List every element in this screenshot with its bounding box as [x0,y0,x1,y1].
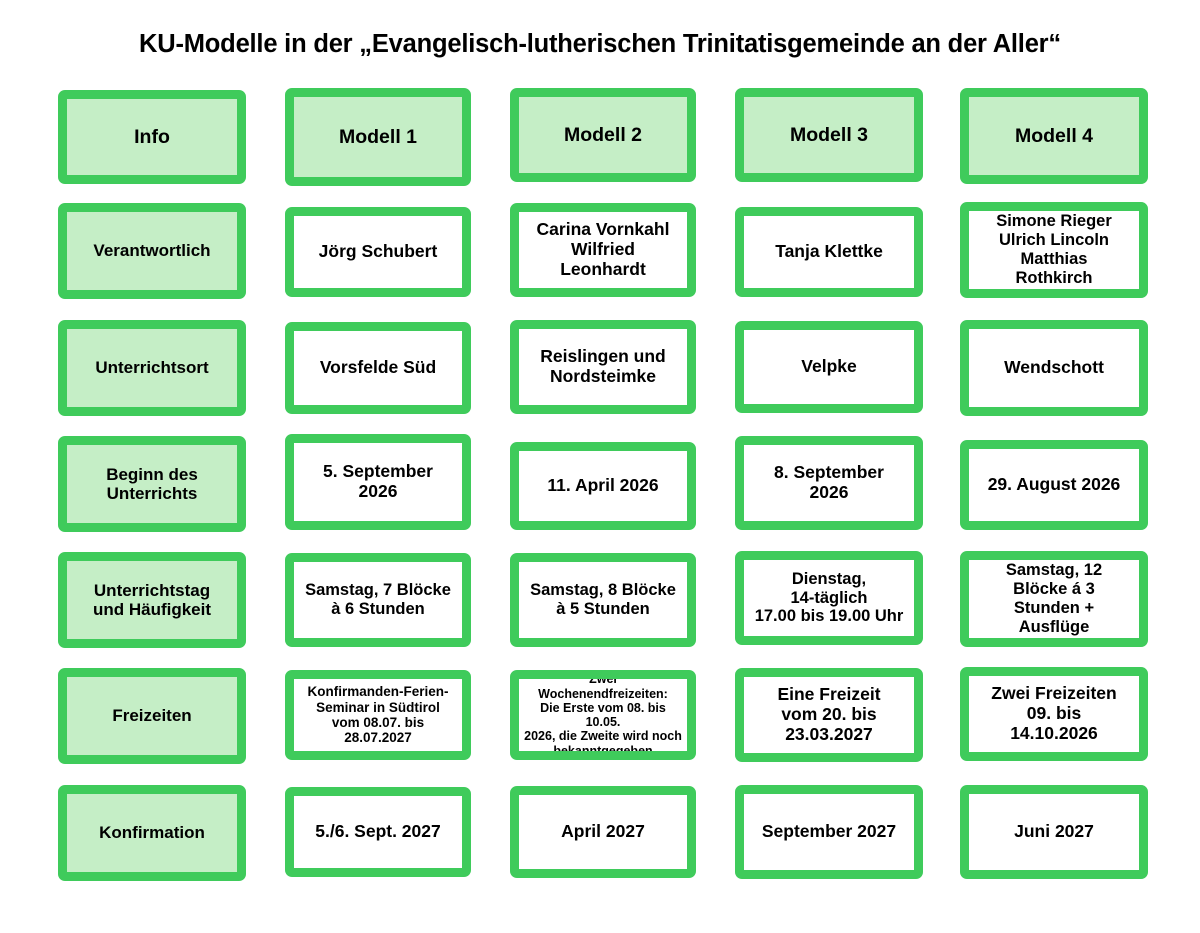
models-comparison-table: Info Modell 1 Modell 2 Modell 3 Modell 4… [58,88,1148,893]
cell-freizeiten-modell-1[interactable]: Konfirmanden-Ferien- Seminar in Südtirol… [285,670,471,760]
table-row: Verantwortlich Jörg Schubert Carina Vorn… [58,202,1148,303]
page-title: KU-Modelle in der „Evangelisch-lutherisc… [139,30,1061,58]
cell-verantwortlich-modell-2[interactable]: Carina Vornkahl Wilfried Leonhardt [510,203,696,297]
cell-unterrichtsort-modell-2[interactable]: Reislingen und Nordsteimke [510,320,696,414]
cell-freizeiten-modell-4[interactable]: Zwei Freizeiten 09. bis 14.10.2026 [960,667,1148,761]
table-row: Unterrichtsort Vorsfelde Süd Reislingen … [58,320,1148,420]
row-label-verantwortlich[interactable]: Verantwortlich [58,203,246,299]
cell-unterrichtsort-modell-1[interactable]: Vorsfelde Süd [285,322,471,414]
cell-beginn-modell-1[interactable]: 5. September 2026 [285,434,471,530]
cell-unterrichtsort-modell-4[interactable]: Wendschott [960,320,1148,416]
cell-beginn-modell-4[interactable]: 29. August 2026 [960,440,1148,530]
table-row: Beginn des Unterrichts 5. September 2026… [58,434,1148,536]
header-cell-modell-2[interactable]: Modell 2 [510,88,696,182]
cell-konfirmation-modell-4[interactable]: Juni 2027 [960,785,1148,879]
cell-beginn-modell-3[interactable]: 8. September 2026 [735,436,923,530]
cell-konfirmation-modell-3[interactable]: September 2027 [735,785,923,879]
cell-freizeiten-modell-3[interactable]: Eine Freizeit vom 20. bis 23.03.2027 [735,668,923,762]
header-cell-info[interactable]: Info [58,90,246,184]
cell-unterrichtstag-modell-2[interactable]: Samstag, 8 Blöcke à 5 Stunden [510,553,696,647]
cell-unterrichtstag-modell-4[interactable]: Samstag, 12 Blöcke á 3 Stunden + Ausflüg… [960,551,1148,647]
cell-verantwortlich-modell-3[interactable]: Tanja Klettke [735,207,923,297]
row-label-freizeiten[interactable]: Freizeiten [58,668,246,764]
cell-unterrichtstag-modell-1[interactable]: Samstag, 7 Blöcke à 6 Stunden [285,553,471,647]
row-label-beginn-des-unterrichts[interactable]: Beginn des Unterrichts [58,436,246,532]
cell-verantwortlich-modell-1[interactable]: Jörg Schubert [285,207,471,297]
cell-unterrichtsort-modell-3[interactable]: Velpke [735,321,923,413]
cell-verantwortlich-modell-4[interactable]: Simone Rieger Ulrich Lincoln Matthias Ro… [960,202,1148,298]
cell-freizeiten-modell-2[interactable]: Zwei Wochenendfreizeiten: Die Erste vom … [510,670,696,760]
table-row: Freizeiten Konfirmanden-Ferien- Seminar … [58,667,1148,768]
header-cell-modell-4[interactable]: Modell 4 [960,88,1148,184]
row-label-unterrichtsort[interactable]: Unterrichtsort [58,320,246,416]
table-header-row: Info Modell 1 Modell 2 Modell 3 Modell 4 [58,88,1148,188]
row-label-unterrichtstag-und-haeufigkeit[interactable]: Unterrichtstag und Häufigkeit [58,552,246,648]
cell-konfirmation-modell-2[interactable]: April 2027 [510,786,696,878]
header-cell-modell-1[interactable]: Modell 1 [285,88,471,186]
header-cell-modell-3[interactable]: Modell 3 [735,88,923,182]
row-label-konfirmation[interactable]: Konfirmation [58,785,246,881]
table-row: Konfirmation 5./6. Sept. 2027 April 2027… [58,785,1148,885]
cell-beginn-modell-2[interactable]: 11. April 2026 [510,442,696,530]
table-row: Unterrichtstag und Häufigkeit Samstag, 7… [58,551,1148,652]
cell-konfirmation-modell-1[interactable]: 5./6. Sept. 2027 [285,787,471,877]
cell-unterrichtstag-modell-3[interactable]: Dienstag, 14-täglich 17.00 bis 19.00 Uhr [735,551,923,645]
